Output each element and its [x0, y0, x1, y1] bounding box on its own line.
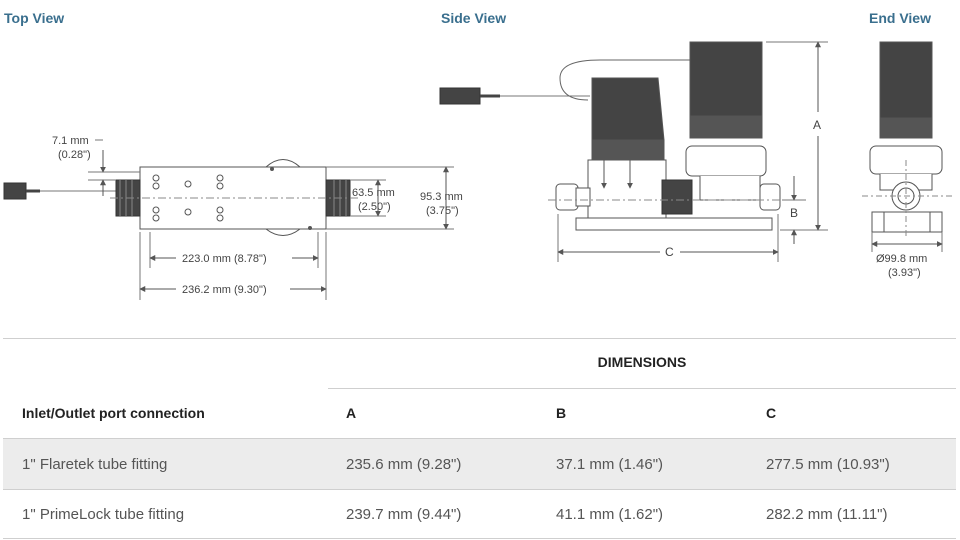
row1-c: 277.5 mm (10.93"): [766, 456, 890, 473]
row2-a: 239.7 mm (9.44"): [346, 506, 462, 523]
side-view-drawing: [439, 41, 828, 262]
col-header-port: Inlet/Outlet port connection: [22, 405, 205, 421]
row1-b: 37.1 mm (1.46"): [556, 456, 664, 473]
table-row: [3, 439, 956, 489]
row2-b: 41.1 mm (1.62"): [556, 506, 664, 523]
width-mm-label: 95.3 mm: [420, 191, 463, 203]
row2-port: 1" PrimeLock tube fitting: [22, 506, 185, 523]
technical-drawing: 7.1 mm (0.28") 63.5 mm (2.50") 95.3 mm (…: [3, 41, 952, 300]
inner-length-label: 223.0 mm (8.78"): [182, 253, 267, 265]
cable-connector: [3, 182, 27, 200]
dim-a-label: A: [813, 118, 821, 132]
gap-mm-label: 7.1 mm: [52, 135, 89, 147]
top-view-drawing: [3, 139, 454, 300]
side-view-title: Side View: [441, 10, 507, 26]
port-mm-label: 63.5 mm: [352, 187, 395, 199]
side-cable-connector: [439, 87, 481, 105]
dim-c-label: C: [665, 245, 674, 259]
dim-b-label: B: [790, 206, 798, 220]
gap-in-label: (0.28"): [58, 149, 91, 161]
dimensions-heading: DIMENSIONS: [597, 354, 687, 370]
port-in-label: (2.50"): [358, 201, 391, 213]
row1-port: 1" Flaretek tube fitting: [22, 456, 168, 473]
end-dia-mm-label: Ø99.8 mm: [876, 253, 927, 265]
col-header-b: B: [556, 405, 567, 421]
side-base-plate: [575, 217, 773, 231]
row1-a: 235.6 mm (9.28"): [346, 456, 462, 473]
col-header-a: A: [346, 405, 357, 421]
end-view-drawing: [862, 41, 952, 252]
top-view-title: Top View: [4, 10, 65, 26]
end-view-title: End View: [869, 10, 931, 26]
outer-length-label: 236.2 mm (9.30"): [182, 284, 267, 296]
col-header-c: C: [766, 405, 777, 421]
end-dia-in-label: (3.93"): [888, 267, 921, 279]
width-in-label: (3.75"): [426, 205, 459, 217]
row2-c: 282.2 mm (11.11"): [766, 506, 888, 523]
